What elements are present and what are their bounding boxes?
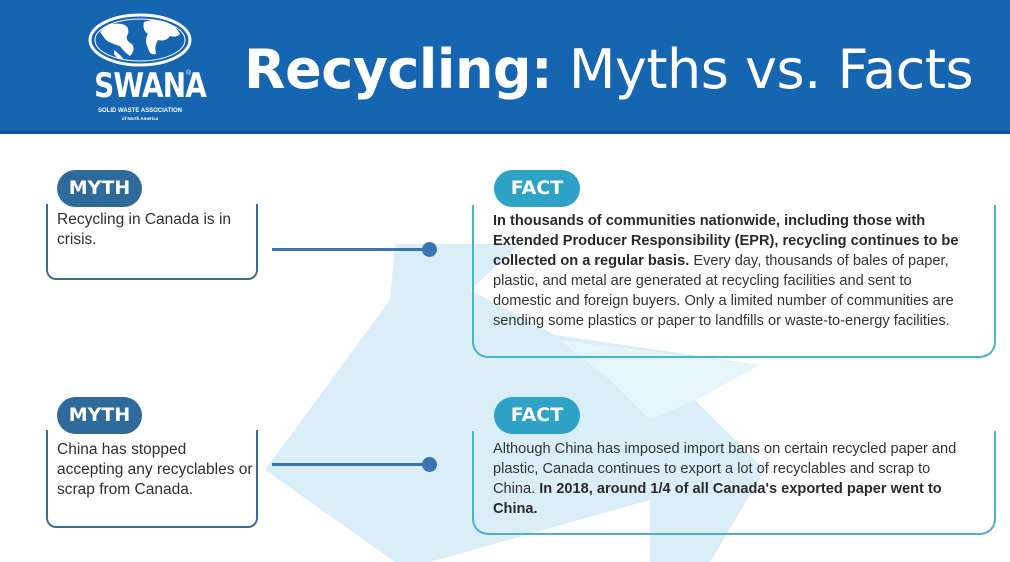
connector-line-1: [272, 248, 428, 251]
myth-text-2: China has stopped accepting any recyclab…: [57, 441, 253, 498]
header-divider: [0, 131, 1010, 134]
myth-card-2: China has stopped accepting any recyclab…: [46, 430, 258, 528]
fact-text-1-bold: In thousands of communities nationwide, …: [493, 213, 959, 269]
myth-text-1: Recycling in Canada is in crisis.: [57, 211, 232, 248]
swana-logo[interactable]: SWANA ® SOLID WASTE ASSOCIATION of North…: [84, 10, 207, 125]
fact-card-2: Although China has imposed import bans o…: [472, 431, 996, 535]
logo-subtitle-region: of North America: [121, 116, 159, 121]
fact-text-1-regular: Every day, thousands of bales of paper, …: [493, 253, 954, 329]
globe-icon: [88, 13, 192, 67]
myth-badge-1: MYTH: [57, 170, 142, 207]
fact-card-1: In thousands of communities nationwide, …: [472, 205, 996, 358]
page-title-light: Myths vs. Facts: [568, 38, 974, 101]
connector-line-2: [272, 463, 428, 466]
header-banner: [0, 0, 1010, 134]
fact-text-1: In thousands of communities nationwide, …: [493, 211, 974, 331]
page-title: Recycling: Myths vs. Facts: [244, 37, 974, 105]
fact-text-2-regular: Although China has imposed import bans o…: [493, 441, 957, 497]
registered-mark: ®: [186, 70, 192, 77]
fact-text-2: Although China has imposed import bans o…: [493, 439, 974, 519]
connector-dot-2: [422, 457, 437, 472]
fact-badge-1: FACT: [494, 170, 580, 207]
logo-wordmark: SWANA: [94, 66, 207, 106]
connector-dot-1: [422, 242, 437, 257]
myth-badge-2: MYTH: [57, 397, 142, 434]
logo-subtitle: SOLID WASTE ASSOCIATION: [97, 108, 182, 114]
fact-badge-2: FACT: [494, 397, 580, 434]
myth-card-1: Recycling in Canada is in crisis.: [46, 204, 258, 280]
page-title-bold: Recycling:: [244, 38, 553, 101]
fact-text-2-bold: In 2018, around 1/4 of all Canada's expo…: [493, 481, 942, 517]
